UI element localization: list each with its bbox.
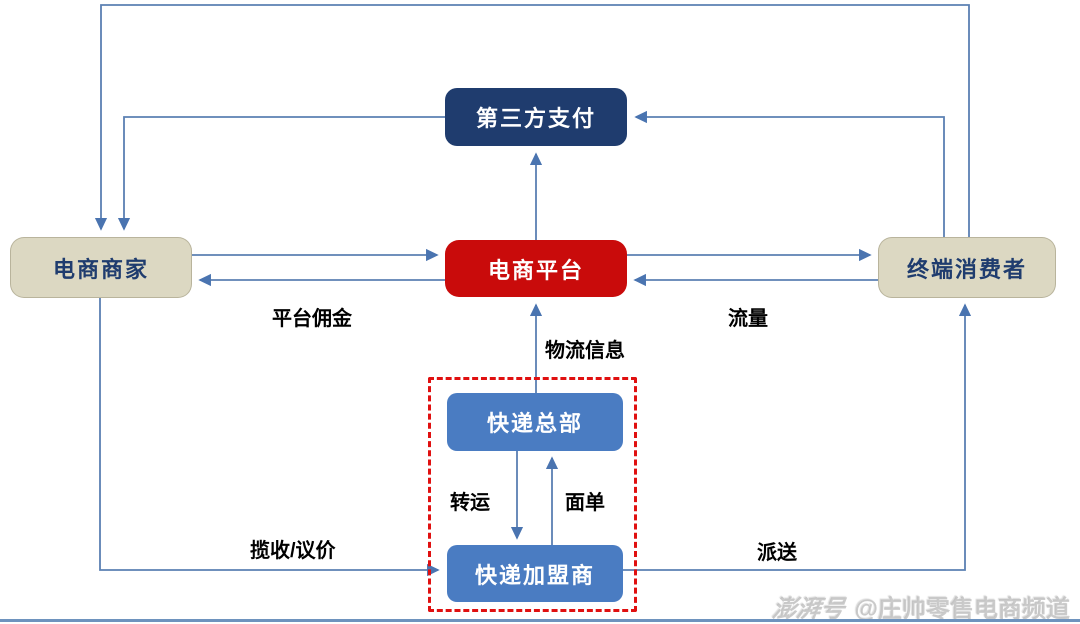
node-consumer: 终端消费者 (878, 237, 1056, 298)
bottom-divider-rule (0, 619, 1080, 622)
edge-label-platform-commission: 平台佣金 (272, 308, 352, 330)
express-group-dashed-border (428, 377, 637, 612)
edge-label-pickup-bargain: 揽收/议价 (250, 540, 336, 562)
node-express-franchisee: 快递加盟商 (447, 545, 623, 602)
watermark-handle: @庄帅零售电商频道 (854, 596, 1070, 623)
node-express-hq: 快递总部 (447, 393, 623, 451)
edge-label-waybill: 面单 (565, 492, 605, 514)
watermark: 澎湃号@庄帅零售电商频道 (770, 589, 1070, 624)
node-ecommerce-platform: 电商平台 (445, 240, 627, 297)
edge-label-logistics-info: 物流信息 (545, 340, 625, 362)
edge-label-delivery: 派送 (757, 542, 797, 564)
node-merchant: 电商商家 (10, 237, 192, 298)
node-third-party-payment: 第三方支付 (445, 88, 627, 146)
edge-label-traffic: 流量 (728, 308, 768, 330)
edge-label-transfer: 转运 (450, 492, 490, 514)
